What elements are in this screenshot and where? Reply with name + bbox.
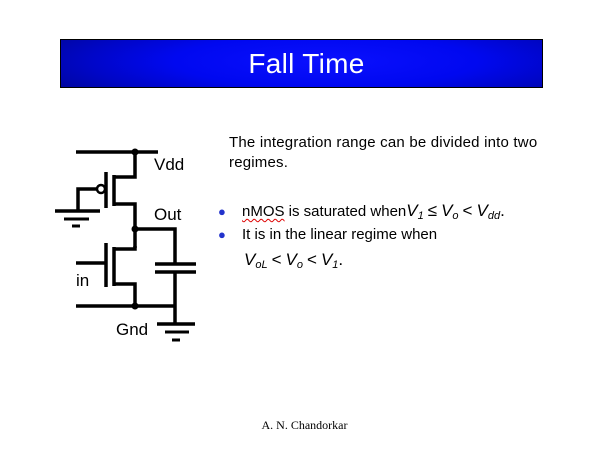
intro-text: The integration range can be divided int… [229,134,538,171]
in-label: in [76,271,90,290]
gnd-node-dot [131,302,139,310]
saturation-condition: V1≤Vo<Vdd. [406,201,505,222]
bullet-item-linear: ● It is in the linear regime when [218,226,437,243]
vdd-label: Vdd [154,155,185,174]
title-bar: Fall Time [60,39,543,88]
nmos-source-lead [114,282,137,306]
bullet-body: is saturated when [284,203,407,220]
pmos-gate-wire [76,187,97,211]
vdd-node-dot [131,148,139,156]
pmos-gate-bubble [95,183,107,195]
misspelled-word[interactable]: nMOS [242,203,285,220]
bullet-item-saturated: ● nMOS is saturated when V1≤Vo<Vdd. [218,201,505,222]
bullet-icon: ● [218,227,226,242]
pmos-drain-lead [114,202,137,229]
gnd-label: Gnd [116,320,149,339]
bullet-icon: ● [218,204,226,219]
out-node-dot [131,225,139,233]
pmos-source-lead [114,152,137,179]
slide-title: Fall Time [248,47,365,79]
nmos-drain-lead [114,246,137,251]
bullet-text: nMOS is saturated when [242,203,406,220]
footer-author: A. N. Chandorkar [261,418,348,432]
out-to-cap [135,227,177,263]
out-label: Out [154,205,182,224]
linear-condition: VoL<Vo<V1. [244,250,344,271]
bullet-text: It is in the linear regime when [242,226,438,243]
